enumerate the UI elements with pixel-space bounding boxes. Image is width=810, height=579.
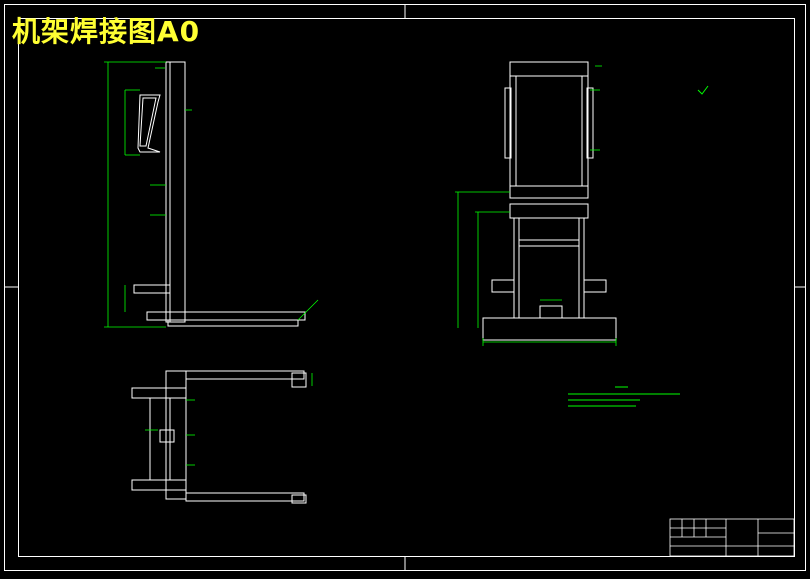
side-view-dimensions [104,61,319,328]
technical-notes [568,386,680,407]
title-block [669,518,795,557]
center-marks [4,4,806,571]
drawing-title: 机架焊接图A0 [12,15,201,48]
top-view-dimensions [145,373,313,466]
roughness-symbol [697,85,709,95]
front-view [482,61,617,341]
side-view [133,61,306,327]
top-view [131,370,307,504]
front-view-dimensions [455,65,617,346]
